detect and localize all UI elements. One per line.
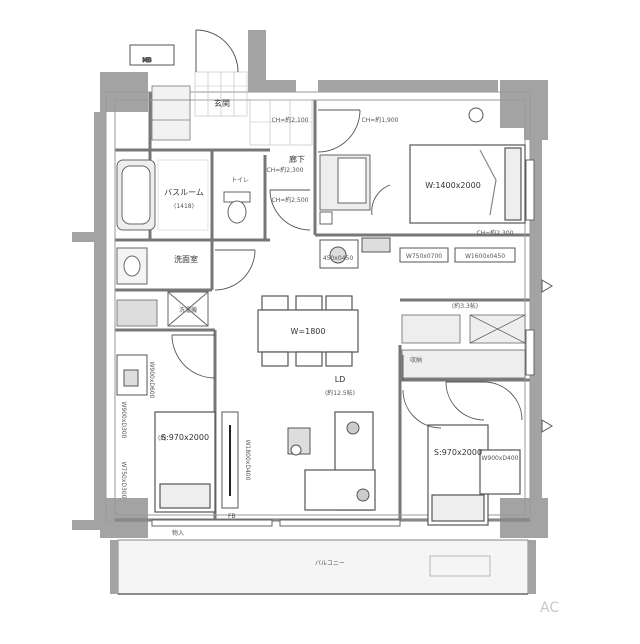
laundry-pan — [167, 291, 209, 327]
washbasin — [116, 247, 148, 285]
desk-left-c: W750xD300 — [120, 461, 127, 498]
ceiling-4: CH=約2,500 — [272, 196, 309, 204]
right-bed — [427, 424, 521, 526]
ceiling-3: CH=約2,300 — [267, 166, 304, 174]
table-size: W=1800 — [291, 327, 326, 336]
small-room-size: (約3.3帖) — [452, 302, 478, 310]
ceiling-1: CH=約2,100 — [272, 116, 309, 124]
toilet-icon — [223, 191, 251, 224]
left-desk — [116, 354, 148, 396]
tv-size: W1800xD400 — [244, 440, 251, 481]
washroom-label: 洗面室 — [174, 254, 198, 264]
desk-left-a: W900xD600 — [148, 361, 155, 398]
rouka-label: 廊下 — [289, 154, 305, 164]
desk-chair — [319, 237, 516, 269]
lamp-icon — [468, 107, 484, 123]
master-bed — [409, 144, 526, 224]
exterior-units — [541, 279, 553, 433]
stock-label: 物入 — [172, 529, 184, 537]
shelf-1600-size: W1600x0450 — [465, 253, 505, 260]
right-storage — [401, 314, 526, 379]
watermark: AC — [540, 600, 559, 616]
svg-text:MB: MB — [142, 57, 151, 64]
entrance-tiles — [194, 71, 313, 146]
balcony-area — [110, 539, 536, 595]
bathroom-size: (1418) — [174, 203, 194, 210]
master-bed-size: W:1400x2000 — [425, 181, 481, 190]
side-table — [287, 427, 311, 456]
ld-label: LD — [335, 375, 346, 384]
shoe-storage — [151, 85, 191, 141]
kitchen-counter — [319, 154, 371, 225]
meter-box: MB — [129, 44, 175, 66]
desk-left-b: W900xD300 — [120, 401, 127, 438]
exterior-walls — [72, 30, 548, 538]
tv-board — [221, 411, 239, 509]
left-room-label: (約 — [158, 434, 166, 442]
right-desk-size: W900xD400 — [481, 455, 518, 462]
left-bed-size: S:970x2000 — [161, 433, 209, 442]
bathroom-label: バスルーム — [164, 188, 204, 197]
sofa — [304, 411, 376, 511]
bathtub — [116, 159, 156, 231]
ceiling-2: CH=約1,900 — [362, 116, 399, 124]
door-swings — [171, 109, 523, 429]
balcony-label: バルコニー — [315, 560, 345, 567]
ceiling-5: CH=約2,300 — [477, 229, 514, 237]
wash-cabinet — [116, 299, 158, 327]
storage-label: 収納 — [410, 356, 422, 364]
chair-size: 450x0450 — [323, 255, 353, 262]
laundry-label: 洗濯機 — [179, 306, 197, 314]
fb-label: FB — [228, 513, 236, 520]
windows — [151, 159, 535, 527]
right-bed-size: S:970x2000 — [434, 448, 482, 457]
bath-floor — [157, 159, 209, 231]
ld-size: (約12.5帖) — [325, 389, 355, 397]
dining-table — [257, 295, 359, 367]
entrance-door-icon — [195, 29, 239, 73]
left-bed — [154, 411, 216, 513]
desk-750-size: W750x0700 — [406, 253, 442, 260]
genkan-label: 玄関 — [214, 98, 230, 108]
person-icon — [346, 421, 370, 502]
toilet-label: トイレ — [231, 177, 249, 184]
